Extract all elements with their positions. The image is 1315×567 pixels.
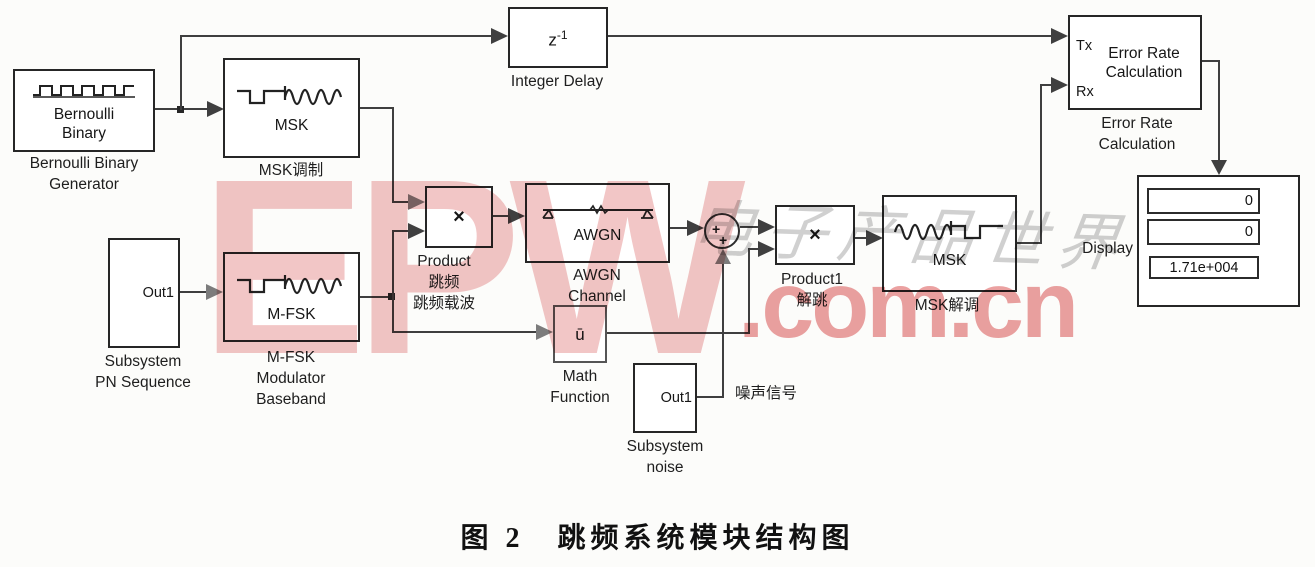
label-integer-delay: Integer Delay (510, 73, 604, 90)
sine-to-square-waveform-icon (893, 221, 1003, 241)
arrowhead-sum-bottom-in (715, 249, 731, 264)
wire-display-down (1218, 60, 1220, 161)
wire-msk-down (392, 107, 394, 203)
plus-sign: + (719, 232, 728, 248)
label-msk-demodulator: MSK解调 (914, 297, 980, 314)
arrowhead-tx-in (1051, 28, 1068, 44)
wire-carrier-math (392, 331, 537, 333)
wire-msk-product (392, 201, 409, 203)
wire-msk-out (360, 107, 394, 109)
wire-delay-to-tx (608, 35, 1052, 37)
arrowhead-product-in2 (408, 223, 425, 239)
wire-erc-out (1202, 60, 1220, 62)
out-port-label: Out1 (660, 389, 692, 406)
wire-branch-up (180, 36, 182, 110)
display-field-2: 0 (1147, 219, 1260, 245)
block-sum-junction[interactable]: + + (704, 213, 740, 249)
label-product: Product 跳频 跳频载波 (412, 253, 476, 312)
block-text: z-1 (548, 27, 568, 50)
wire-mfsk-branch (392, 230, 394, 333)
out-port-label: Out1 (142, 284, 174, 301)
block-integer-delay[interactable]: z-1 (508, 7, 608, 68)
wire-rx-up (1040, 85, 1042, 244)
block-text: Binary (62, 124, 106, 142)
arrowhead-mskdemod-in (866, 230, 883, 246)
plus-sign: + (712, 221, 721, 237)
label-subsystem-pn: Subsystem PN Sequence (95, 353, 191, 391)
wire-carrier-product (392, 230, 409, 232)
wire-noise-out (697, 396, 724, 398)
wire-product1-mskdemod (855, 237, 868, 239)
wire-product-awgn (493, 215, 509, 217)
block-text: AWGN (573, 226, 622, 244)
label-awgn-channel: AWGN Channel (568, 267, 626, 305)
awgn-noise-icon (541, 203, 654, 219)
wire-sum-product1 (740, 226, 760, 228)
block-text: M-FSK (267, 305, 316, 323)
label-mfsk-modulator: M-FSK Modulator Baseband (256, 349, 326, 408)
multiply-symbol: × (809, 223, 821, 246)
display-field-3: 1.71e+004 (1149, 256, 1259, 279)
square-to-sine-waveform-icon (236, 274, 342, 294)
arrowhead-product1-in2 (758, 241, 775, 257)
conjugate-symbol: ū (575, 324, 585, 344)
wire-math-out (607, 332, 750, 334)
wire-rx-in (1040, 84, 1053, 86)
block-subsystem-noise[interactable]: Out1 (633, 363, 697, 433)
block-text: MSK (932, 252, 967, 269)
label-msk-modulator: MSK调制 (258, 162, 324, 179)
wire-mskdemod-out (1017, 242, 1042, 244)
wire-mfsk-out (360, 296, 393, 298)
wire-math-product1 (748, 248, 760, 250)
label-display: Display (1082, 240, 1133, 257)
figure-caption: 图 2 跳频系统模块结构图 (460, 523, 855, 554)
arrowhead-sum-in (687, 220, 704, 236)
arrowhead-awgn-in (508, 208, 525, 224)
label-math-function: Math Function (550, 368, 610, 406)
display-field-1: 0 (1147, 188, 1260, 214)
label-noise-signal: 噪声信号 (734, 385, 798, 402)
block-subsystem-pn[interactable]: Out1 (108, 238, 180, 348)
block-awgn-channel[interactable]: AWGN (525, 183, 670, 263)
wire-math-up (748, 249, 750, 334)
multiply-symbol: × (453, 205, 465, 228)
wire-junction-dot (388, 293, 395, 300)
arrowhead-integer-delay-in (491, 28, 508, 44)
block-bernoulli-binary-generator[interactable]: Bernoulli Binary (13, 69, 155, 152)
arrowhead-msk-in (207, 101, 224, 117)
wire-awgn-sum (670, 227, 689, 229)
arrowhead-rx-in (1051, 77, 1068, 93)
rx-port-label: Rx (1076, 84, 1094, 100)
square-to-sine-waveform-icon (236, 85, 342, 105)
block-msk-demodulator[interactable]: MSK (882, 195, 1017, 292)
tx-port-label: Tx (1076, 38, 1093, 54)
label-error-rate-calculation: Error Rate Calculation (1098, 115, 1176, 153)
arrowhead-mfsk-in (206, 284, 223, 300)
block-text: MSK (274, 116, 309, 134)
block-product[interactable]: × (425, 186, 493, 248)
block-product1[interactable]: × (775, 205, 855, 265)
block-error-rate-calculation[interactable]: Tx Rx Error Rate Calculation (1068, 15, 1202, 110)
block-text: Error Rate Calculation (1105, 44, 1183, 81)
arrowhead-product-in1 (408, 194, 425, 210)
arrowhead-math-in (536, 324, 553, 340)
block-msk-modulator[interactable]: MSK (223, 58, 360, 158)
wire-to-integer-delay (180, 35, 492, 37)
label-subsystem-noise: Subsystem noise (626, 438, 704, 476)
arrowhead-display-in (1211, 160, 1227, 175)
block-text: Bernoulli (53, 105, 115, 123)
block-mfsk-modulator[interactable]: M-FSK (223, 252, 360, 342)
block-display[interactable]: 0 0 1.71e+004 (1137, 175, 1300, 307)
arrowhead-product1-in1 (758, 219, 775, 235)
label-product1: Product1 解跳 (780, 271, 844, 309)
wire-noise-up (722, 262, 724, 398)
wire-pn-mfsk (180, 291, 208, 293)
label-bernoulli-generator: Bernoulli Binary Generator (29, 155, 139, 193)
pulse-waveform-icon (33, 84, 135, 98)
block-math-function[interactable]: ū (553, 305, 607, 363)
